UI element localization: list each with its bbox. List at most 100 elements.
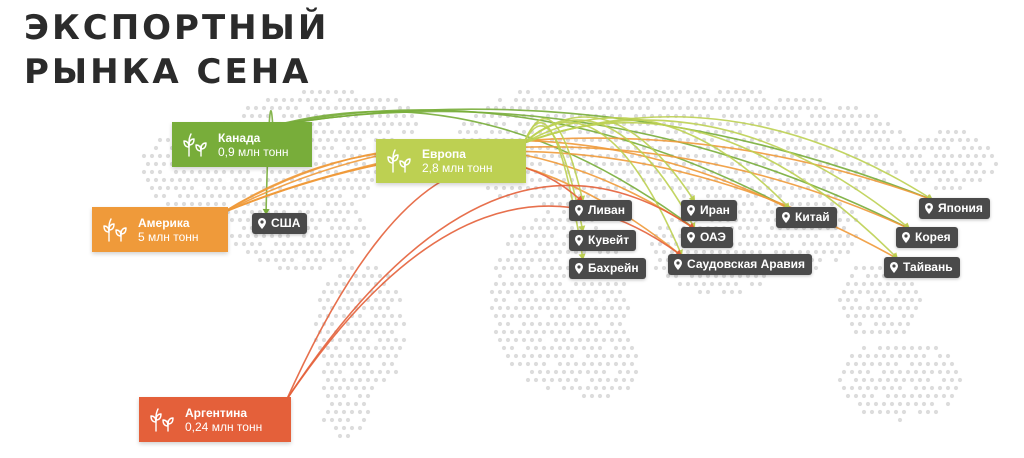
map-dot <box>513 241 519 247</box>
map-dot <box>509 249 515 255</box>
map-dot <box>501 121 507 127</box>
map-dot <box>865 305 871 311</box>
map-dot <box>893 377 899 383</box>
page-title: ЭКСПОРТНЫЙ РЫНКА СЕНА <box>24 6 329 94</box>
map-dot <box>853 137 859 143</box>
map-dot <box>345 353 351 359</box>
map-dot <box>509 313 515 319</box>
map-dot <box>613 281 619 287</box>
map-dot <box>545 257 551 263</box>
route-canada-uae <box>272 110 696 230</box>
map-dot <box>533 233 539 239</box>
map-dot <box>601 385 607 391</box>
map-dot <box>317 345 323 351</box>
map-dot <box>849 113 855 119</box>
map-dot <box>629 169 635 175</box>
map-dot <box>321 417 327 423</box>
map-dot <box>493 281 499 287</box>
map-dot <box>349 361 355 367</box>
map-dot <box>569 337 575 343</box>
map-dot <box>605 329 611 335</box>
map-dot <box>529 193 535 199</box>
map-dot <box>549 313 555 319</box>
map-dot <box>621 345 627 351</box>
map-dot <box>717 281 723 287</box>
map-dot <box>577 385 583 391</box>
map-dot <box>577 129 583 135</box>
map-dot <box>293 169 299 175</box>
map-dot <box>593 321 599 327</box>
map-dot <box>261 249 267 255</box>
map-dot <box>545 225 551 231</box>
map-dot <box>361 241 367 247</box>
map-dot <box>597 361 603 367</box>
map-dot <box>969 145 975 151</box>
map-dot <box>541 361 547 367</box>
map-dot <box>545 177 551 183</box>
map-dot <box>233 193 239 199</box>
map-dot <box>497 257 503 263</box>
map-dot <box>333 89 339 95</box>
map-dot <box>945 145 951 151</box>
map-dot <box>165 153 171 159</box>
map-dot <box>341 153 347 159</box>
map-dot <box>621 105 627 111</box>
map-dot <box>601 289 607 295</box>
map-dot <box>549 329 555 335</box>
map-dot <box>877 137 883 143</box>
map-dot <box>541 233 547 239</box>
map-dot <box>193 193 199 199</box>
map-dot <box>681 145 687 151</box>
map-dot <box>937 161 943 167</box>
map-dot <box>969 177 975 183</box>
map-dot <box>697 97 703 103</box>
map-dot <box>329 225 335 231</box>
map-dot <box>309 217 315 223</box>
map-dot <box>389 121 395 127</box>
map-dot <box>625 161 631 167</box>
map-dot <box>905 161 911 167</box>
map-dot <box>157 185 163 191</box>
map-dot <box>813 153 819 159</box>
source-name: Канада <box>218 130 261 145</box>
map-dot <box>909 377 915 383</box>
map-dot <box>789 105 795 111</box>
map-dot <box>189 201 195 207</box>
map-dot <box>545 385 551 391</box>
map-dot <box>801 241 807 247</box>
map-dot <box>617 289 623 295</box>
map-dot <box>201 177 207 183</box>
map-dot <box>697 289 703 295</box>
map-dot <box>337 369 343 375</box>
destination-label-korea: Корея <box>896 227 958 248</box>
map-dot <box>853 393 859 399</box>
map-dot <box>525 281 531 287</box>
map-dot <box>353 129 359 135</box>
map-dot <box>345 385 351 391</box>
map-dot <box>825 177 831 183</box>
map-dot <box>681 193 687 199</box>
map-dot <box>869 313 875 319</box>
route-argentina-saudi <box>286 205 683 400</box>
map-dot <box>941 137 947 143</box>
map-dot <box>401 129 407 135</box>
map-dot <box>161 161 167 167</box>
map-dot <box>509 281 515 287</box>
map-dot <box>277 201 283 207</box>
map-dot <box>893 281 899 287</box>
map-dot <box>805 169 811 175</box>
map-dot <box>337 273 343 279</box>
map-dot <box>353 177 359 183</box>
map-dot <box>857 113 863 119</box>
route-canada-usa <box>265 110 274 216</box>
map-dot <box>765 233 771 239</box>
map-dot <box>849 161 855 167</box>
map-dot <box>661 249 667 255</box>
map-dot <box>357 121 363 127</box>
map-dot <box>613 329 619 335</box>
map-dot <box>661 185 667 191</box>
map-dot <box>813 249 819 255</box>
map-dot <box>861 153 867 159</box>
map-dot <box>365 377 371 383</box>
map-dot <box>945 385 951 391</box>
